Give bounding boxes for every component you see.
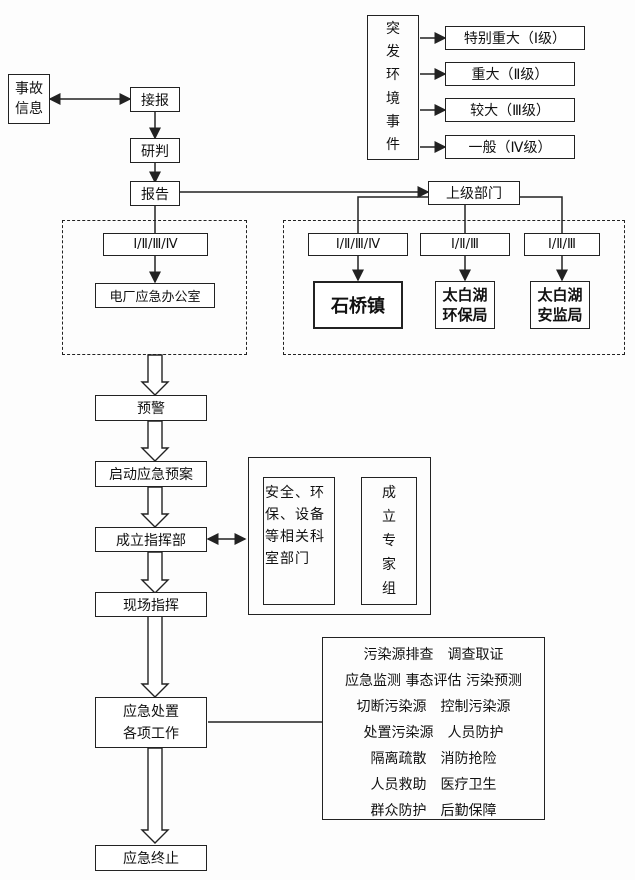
block-arrow-6 — [140, 747, 170, 844]
level-box-4: 一般（Ⅳ级） — [445, 135, 575, 159]
event-type-char: 事 — [386, 113, 400, 130]
level-box-1: 特别重大（Ⅰ级） — [445, 26, 585, 50]
start-plan-box: 启动应急预案 — [95, 461, 207, 487]
task-row-1: 污染源排查 调查取证 — [363, 647, 504, 663]
event-type-char: 境 — [386, 90, 400, 107]
safety-bureau-box: 太白湖 安监局 — [530, 281, 590, 329]
expert-group-char: 家 — [382, 557, 396, 573]
block-arrow-1 — [140, 354, 170, 396]
block-arrow-4 — [140, 551, 170, 594]
expert-group-char: 专 — [382, 533, 396, 549]
event-type-box — [367, 15, 419, 160]
task-row-7: 群众防护 后勤保障 — [370, 803, 497, 819]
disposal-line1: 应急处置 — [123, 703, 179, 720]
env-bureau-line2: 环保局 — [442, 306, 488, 324]
safety-level-box: Ⅰ/Ⅱ/Ⅲ — [524, 233, 600, 256]
end-box: 应急终止 — [95, 845, 207, 871]
related-depts-text: 安全、环保、设备等相关科室部门 — [265, 485, 325, 567]
related-depts-box — [263, 477, 335, 605]
left-level-box: Ⅰ/Ⅱ/Ⅲ/Ⅳ — [103, 233, 208, 256]
block-arrow-2 — [140, 420, 170, 462]
task-row-3: 切断污染源 控制污染源 — [356, 699, 511, 715]
expert-group-char: 立 — [382, 509, 396, 525]
set-command-box: 成立指挥部 — [95, 527, 207, 552]
level-box-3: 较大（Ⅲ级） — [445, 98, 575, 122]
report-box: 报告 — [130, 181, 180, 206]
block-arrow-5 — [140, 615, 170, 698]
warning-box: 预警 — [95, 395, 207, 421]
env-bureau-box: 太白湖 环保局 — [435, 281, 495, 329]
accident-info-box: 事故信息 — [8, 74, 50, 124]
event-type-char: 环 — [386, 67, 400, 84]
task-row-6: 人员救助 医疗卫生 — [370, 777, 497, 793]
task-row-4: 处置污染源 人员防护 — [363, 725, 504, 741]
expert-group-char: 组 — [382, 581, 396, 597]
safety-bureau-line1: 太白湖 — [537, 286, 583, 304]
block-arrow-3 — [140, 486, 170, 528]
left-dashed-panel — [62, 220, 247, 355]
event-type-char: 件 — [386, 136, 400, 153]
task-row-2: 应急监测 事态评估 污染预测 — [345, 673, 522, 689]
level-box-2: 重大（Ⅱ级） — [445, 62, 575, 86]
task-row-5: 隔离疏散 消防抢险 — [370, 751, 497, 767]
event-type-char: 发 — [386, 44, 400, 61]
event-type-title: 突发环境事件 — [367, 22, 419, 152]
safety-bureau-line2: 安监局 — [537, 306, 583, 324]
env-level-box: Ⅰ/Ⅱ/Ⅲ — [420, 233, 510, 256]
accident-info-label: 事故信息 — [15, 81, 43, 117]
office-box: 电厂应急办公室 — [95, 283, 215, 308]
departments-panel — [248, 457, 431, 615]
tasks-panel — [322, 637, 545, 820]
shiqiao-level-box: Ⅰ/Ⅱ/Ⅲ/Ⅳ — [308, 233, 408, 256]
right-dashed-panel — [283, 220, 625, 355]
disposal-line2: 各项工作 — [123, 725, 179, 742]
expert-group-box — [361, 477, 417, 605]
disposal-box: 应急处置 各项工作 — [95, 697, 207, 748]
receive-report-box: 接报 — [130, 87, 180, 112]
task-list: 污染源排查 调查取证 应急监测 事态评估 污染预测 切断污染源 控制污染源 处置… — [322, 642, 545, 824]
superior-dept-box: 上级部门 — [428, 181, 520, 205]
env-bureau-line1: 太白湖 — [442, 286, 488, 304]
field-command-box: 现场指挥 — [95, 592, 207, 617]
expert-group-char: 成 — [382, 485, 396, 501]
shiqiao-box: 石桥镇 — [313, 281, 403, 329]
research-box: 研判 — [130, 138, 180, 163]
event-type-char: 突 — [386, 21, 400, 37]
expert-group-text: 成立专家组 — [361, 486, 417, 596]
